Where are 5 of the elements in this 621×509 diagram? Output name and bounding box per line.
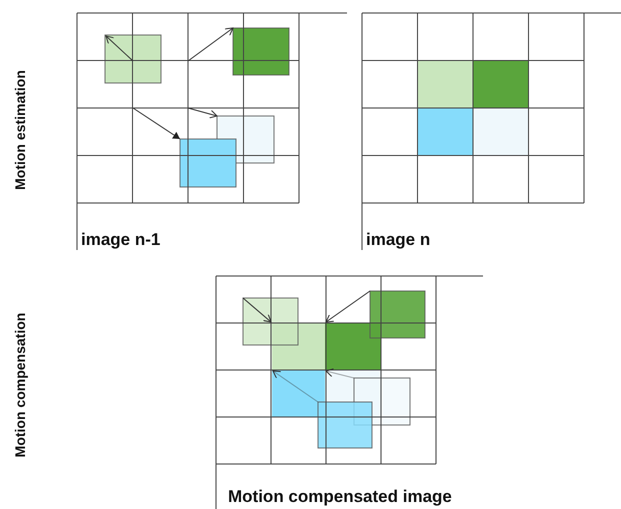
image-caption: Motion compensated image <box>228 488 452 505</box>
image-caption: image n <box>366 231 430 248</box>
row-heading: Motion compensation <box>13 312 27 458</box>
image-caption: image n-1 <box>81 231 160 248</box>
row-heading: Motion estimation <box>13 70 27 190</box>
